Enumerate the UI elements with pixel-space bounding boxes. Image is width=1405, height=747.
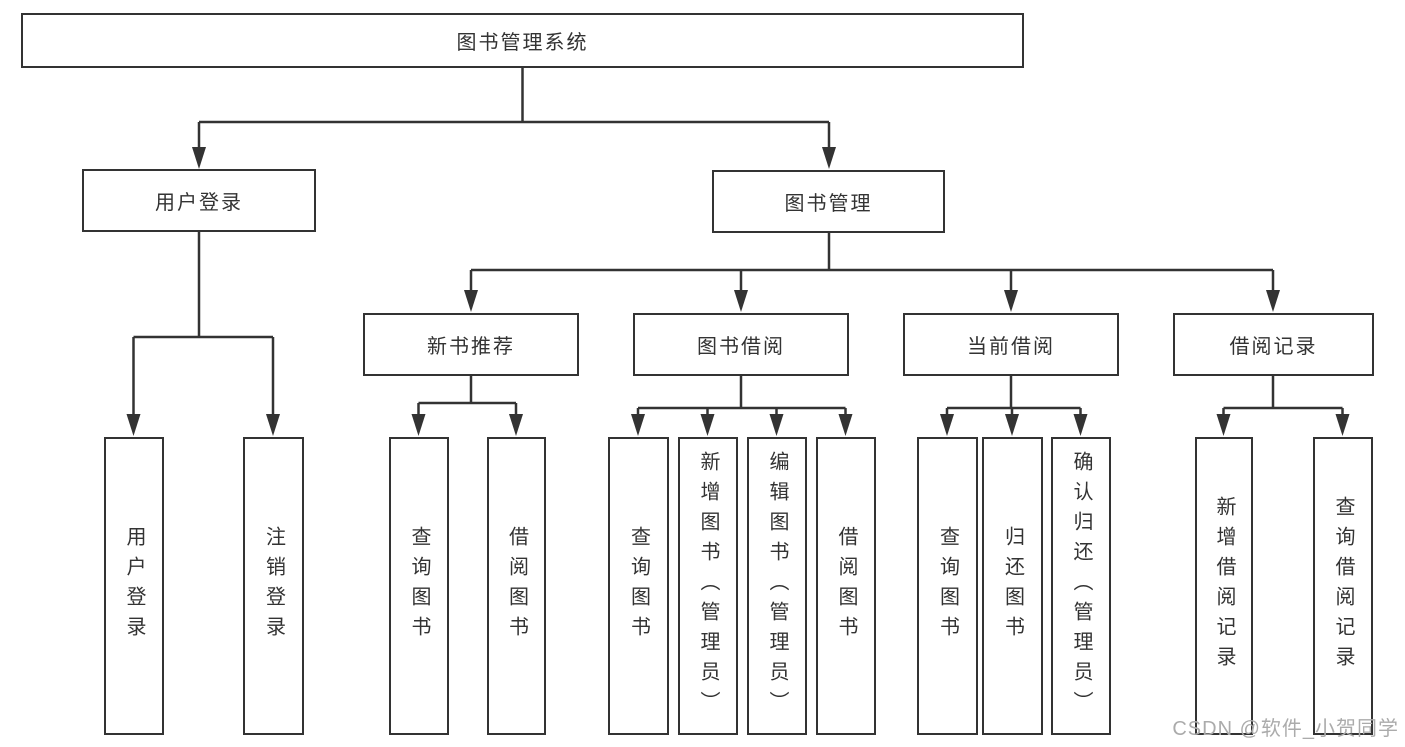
- node-label: 图书借阅: [697, 336, 785, 358]
- node-label: 编辑图书（管理员）: [766, 451, 788, 721]
- leaf-borrow-books-recommend: 借阅图书: [487, 437, 546, 735]
- node-label: 借阅图书: [505, 526, 528, 646]
- node-label: 当前借阅: [967, 336, 1055, 358]
- node-label: 归还图书: [1001, 526, 1024, 646]
- leaf-edit-book-admin: 编辑图书（管理员）: [747, 437, 807, 735]
- node-current-borrow: 当前借阅: [903, 313, 1119, 376]
- leaf-query-books-current: 查询图书: [917, 437, 978, 735]
- leaf-logout: 注销登录: [243, 437, 304, 735]
- leaf-return-book: 归还图书: [982, 437, 1043, 735]
- node-label: 借阅记录: [1229, 336, 1318, 358]
- leaf-borrow-books: 借阅图书: [816, 437, 876, 735]
- leaf-add-book-admin: 新增图书（管理员）: [678, 437, 738, 735]
- node-label: 确认归还（管理员）: [1070, 451, 1092, 721]
- node-label: 图书管理: [784, 193, 873, 215]
- node-borrow-records: 借阅记录: [1173, 313, 1374, 376]
- leaf-query-books-borrow: 查询图书: [608, 437, 669, 735]
- node-label: 新增图书（管理员）: [697, 451, 719, 721]
- node-label: 图书管理系统: [456, 32, 589, 54]
- node-label: 新增借阅记录: [1213, 496, 1235, 676]
- watermark: CSDN @软件_小贺同学: [1172, 718, 1399, 740]
- leaf-query-books-recommend: 查询图书: [389, 437, 449, 735]
- node-label: 查询借阅记录: [1332, 496, 1354, 676]
- node-label: 注销登录: [262, 526, 285, 646]
- node-label: 借阅图书: [835, 526, 857, 646]
- node-label: 查询图书: [627, 526, 650, 646]
- leaf-confirm-return-admin: 确认归还（管理员）: [1051, 437, 1111, 735]
- leaf-add-borrow-record: 新增借阅记录: [1195, 437, 1253, 735]
- node-user-login: 用户登录: [82, 169, 316, 232]
- node-book-borrow: 图书借阅: [633, 313, 849, 376]
- node-label: 用户登录: [123, 526, 145, 646]
- leaf-user-login: 用户登录: [104, 437, 164, 735]
- node-label: 查询图书: [408, 526, 430, 646]
- node-root: 图书管理系统: [21, 13, 1024, 68]
- node-label: 用户登录: [155, 192, 243, 214]
- node-book-management: 图书管理: [712, 170, 945, 233]
- node-new-book-recommend: 新书推荐: [363, 313, 579, 376]
- node-label: 新书推荐: [427, 336, 515, 358]
- node-label: 查询图书: [936, 526, 959, 646]
- leaf-query-borrow-record: 查询借阅记录: [1313, 437, 1373, 735]
